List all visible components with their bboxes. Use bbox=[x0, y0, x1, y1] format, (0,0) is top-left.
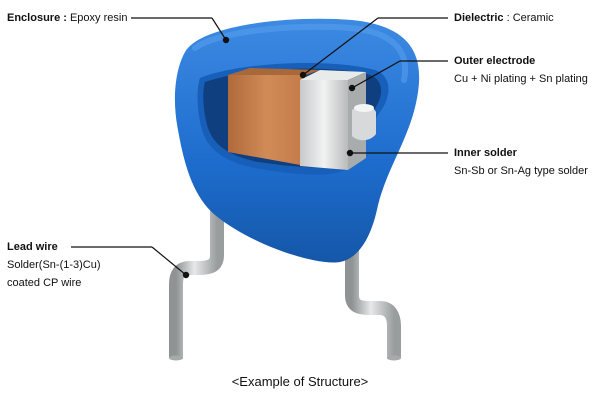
outer-electrode-title: Outer electrode bbox=[454, 55, 536, 67]
enclosure-text: Epoxy resin bbox=[69, 12, 128, 24]
dielectric-title: Dielectric bbox=[454, 12, 504, 24]
inner-solder-label: Inner solder Sn-Sb or Sn-Ag type solder bbox=[454, 144, 588, 180]
lead-wire-right bbox=[345, 225, 401, 361]
ceramic-chip bbox=[228, 68, 320, 166]
lead-wire-label: Lead wire Solder(Sn-(1-3)Cu) coated CP w… bbox=[7, 238, 101, 292]
outer-electrode-label: Outer electrode Cu + Ni plating + Sn pla… bbox=[454, 52, 588, 88]
lead-wire-left bbox=[169, 195, 224, 361]
enclosure-title: Enclosure : bbox=[7, 12, 67, 24]
enclosure-label: Enclosure : Epoxy resin bbox=[7, 9, 127, 27]
inner-solder-text: Sn-Sb or Sn-Ag type solder bbox=[454, 165, 588, 177]
lead-wire-title: Lead wire bbox=[7, 241, 58, 253]
lead-wire-text-line2: coated CP wire bbox=[7, 277, 82, 289]
inner-solder-pointer bbox=[346, 149, 354, 157]
diagram-caption: <Example of Structure> bbox=[231, 374, 369, 389]
lead-wire-text-line1: Solder(Sn-(1-3)Cu) bbox=[7, 259, 101, 271]
enclosure-pointer bbox=[222, 36, 230, 44]
inner-solder bbox=[352, 104, 376, 141]
inner-solder-title: Inner solder bbox=[454, 147, 517, 159]
dielectric-text: : Ceramic bbox=[506, 12, 554, 24]
dielectric-pointer bbox=[299, 71, 307, 79]
leader-lines bbox=[71, 17, 448, 279]
dielectric-label: Dielectric : Ceramic bbox=[454, 9, 554, 27]
lead-wire-pointer bbox=[182, 271, 190, 279]
outer-electrode-text: Cu + Ni plating + Sn plating bbox=[454, 73, 588, 85]
outer-electrode-pointer bbox=[348, 84, 356, 92]
